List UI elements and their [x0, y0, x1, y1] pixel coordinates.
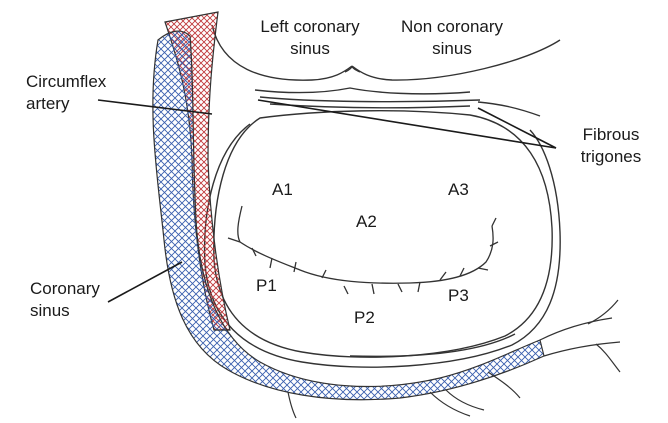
scallop-a1: A1	[272, 180, 293, 200]
scallop-p3: P3	[448, 286, 469, 306]
label-fibrous-trigones: Fibrous trigones	[566, 124, 656, 168]
coronary-veins	[214, 300, 620, 418]
scallop-p2: P2	[354, 308, 375, 328]
scallop-a2: A2	[356, 212, 377, 232]
label-circumflex-artery: Circumflex artery	[26, 71, 126, 115]
mitral-annulus-outline	[205, 111, 561, 367]
label-non-coronary-sinus: Non coronary sinus	[392, 16, 512, 60]
scallop-p1: P1	[256, 276, 277, 296]
label-coronary-sinus: Coronary sinus	[30, 278, 130, 322]
label-left-coronary-sinus: Left coronary sinus	[240, 16, 380, 60]
scallop-a3: A3	[448, 180, 469, 200]
